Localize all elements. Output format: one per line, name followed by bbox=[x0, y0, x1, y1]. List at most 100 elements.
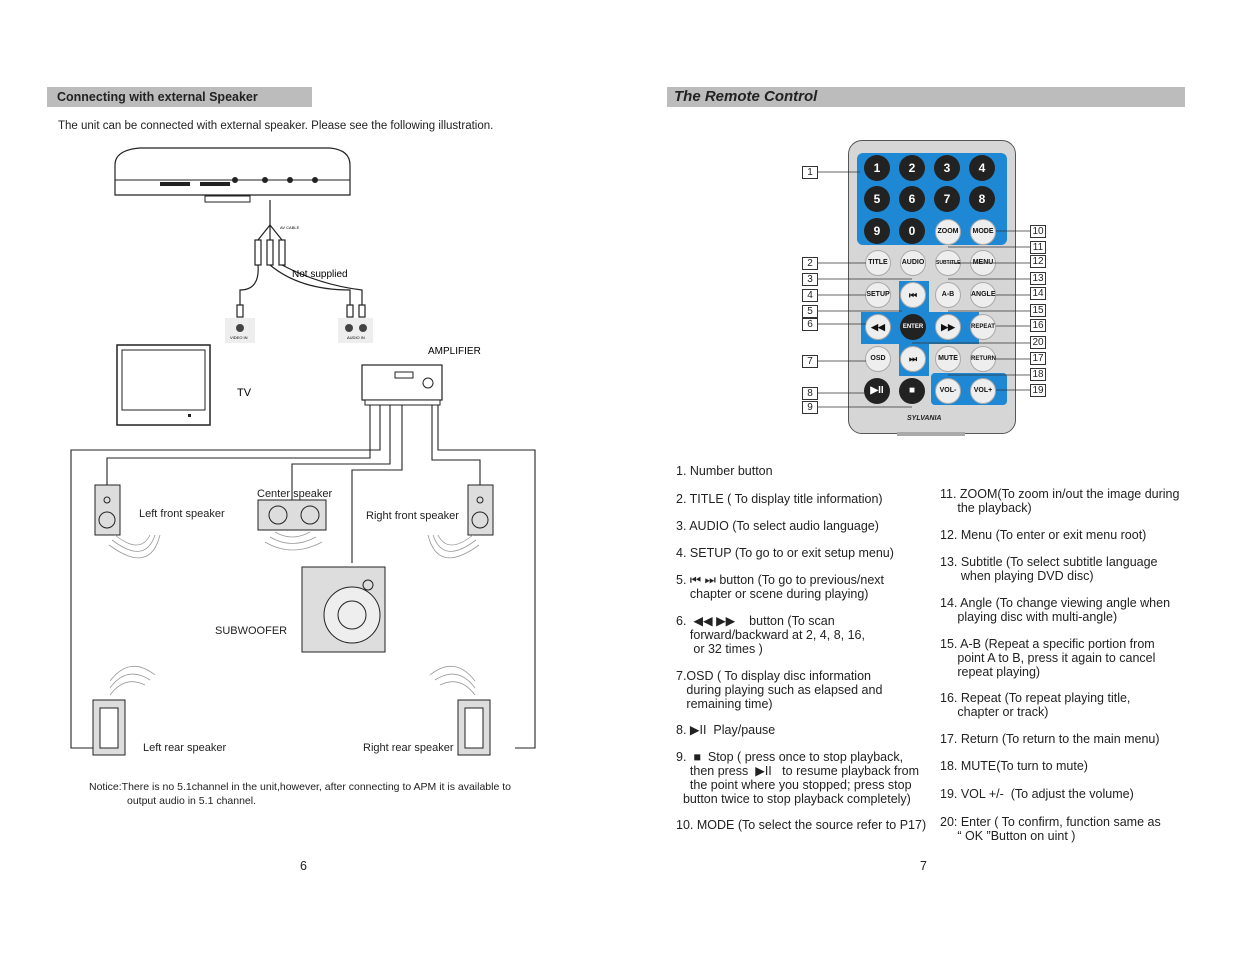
tv-label: TV bbox=[237, 387, 252, 399]
desc-item-20: 20: Enter ( To confirm, function same as… bbox=[940, 815, 1161, 843]
callout-11: 11 bbox=[1030, 241, 1046, 254]
notice-line-2: output audio in 5.1 channel. bbox=[127, 795, 257, 807]
callout-14: 14 bbox=[1030, 287, 1046, 300]
center-speaker-label: Center speaker bbox=[257, 488, 333, 500]
callout-4: 4 bbox=[802, 289, 818, 302]
callout-12: 12 bbox=[1030, 255, 1046, 268]
digit-8-button[interactable]: 8 bbox=[969, 186, 995, 212]
zoom-button[interactable]: ZOOM bbox=[935, 219, 961, 245]
desc-item-7: 7.OSD ( To display disc information duri… bbox=[676, 669, 883, 711]
fast-forward-icon: ▶▶ bbox=[941, 322, 955, 332]
callout-8: 8 bbox=[802, 387, 818, 400]
amplifier-label: AMPLIFIER bbox=[428, 346, 481, 357]
callout-13: 13 bbox=[1030, 272, 1046, 285]
left-section-header: Connecting with external Speaker bbox=[47, 87, 312, 107]
svg-text:VIDEO IN: VIDEO IN bbox=[230, 335, 248, 340]
callout-16: 16 bbox=[1030, 319, 1046, 332]
left-section-title: Connecting with external Speaker bbox=[57, 90, 258, 104]
sound-wave-arcs bbox=[108, 531, 480, 696]
svg-text:AUDIO IN: AUDIO IN bbox=[347, 335, 365, 340]
desc-item-4: 4. SETUP (To go to or exit setup menu) bbox=[676, 546, 894, 560]
digit-7-button[interactable]: 7 bbox=[934, 186, 960, 212]
fast-forward-button[interactable]: ▶▶ bbox=[935, 314, 961, 340]
callout-1: 1 bbox=[802, 166, 818, 179]
subwoofer-label: SUBWOOFER bbox=[215, 625, 288, 637]
play-pause-icon: ▶II bbox=[870, 385, 884, 396]
desc-item-13: 13. Subtitle (To select subtitle languag… bbox=[940, 555, 1158, 583]
audio-in-jacks: AUDIO IN bbox=[338, 318, 373, 343]
callout-3: 3 bbox=[802, 273, 818, 286]
setup-button[interactable]: SETUP bbox=[865, 282, 891, 308]
callout-6: 6 bbox=[802, 318, 818, 331]
digit-4-button[interactable]: 4 bbox=[969, 155, 995, 181]
left-rear-speaker-illustration bbox=[92, 699, 126, 756]
audio-button[interactable]: AUDIO bbox=[900, 250, 926, 276]
desc-item-16: 16. Repeat (To repeat playing title, cha… bbox=[940, 691, 1131, 719]
speaker-wires bbox=[70, 405, 536, 749]
callout-18: 18 bbox=[1030, 368, 1046, 381]
not-supplied-label: Not supplied bbox=[292, 269, 348, 280]
vol-minus-button[interactable]: VOL- bbox=[935, 378, 961, 404]
skip-back-icon: ⏮ bbox=[908, 290, 918, 300]
callout-17: 17 bbox=[1030, 352, 1046, 365]
desc-item-15: 15. A-B (Repeat a specific portion from … bbox=[940, 637, 1156, 679]
desc-item-19: 19. VOL +/- (To adjust the volume) bbox=[940, 787, 1134, 801]
digit-1-button[interactable]: 1 bbox=[864, 155, 890, 181]
right-section-header: The Remote Control bbox=[667, 87, 1185, 107]
return-button[interactable]: RETURN bbox=[970, 346, 996, 372]
next-chapter-button[interactable]: ⏭ bbox=[900, 346, 926, 372]
left-front-speaker-label: Left front speaker bbox=[139, 508, 225, 520]
left-intro-text: The unit can be connected with external … bbox=[58, 120, 494, 132]
stop-icon: ■ bbox=[908, 385, 916, 396]
desc-item-5: 5. ⏮ ⏭ button (To go to previous/next ch… bbox=[676, 573, 885, 601]
av-cable-label: AV CABLE bbox=[280, 225, 300, 230]
digit-0-button[interactable]: 0 bbox=[899, 218, 925, 244]
desc-item-8: 8. ▶II Play/pause bbox=[676, 723, 776, 737]
subwoofer-illustration bbox=[301, 566, 386, 653]
prev-chapter-button[interactable]: ⏮ bbox=[900, 282, 926, 308]
callout-19: 19 bbox=[1030, 384, 1046, 397]
digit-2-button[interactable]: 2 bbox=[899, 155, 925, 181]
video-in-jack: VIDEO IN bbox=[225, 318, 255, 343]
play-pause-button[interactable]: ▶II bbox=[864, 378, 890, 404]
desc-item-1: 1. Number button bbox=[676, 464, 773, 478]
desc-item-6: 6. ◀◀ ▶▶ button (To scan forward/backwar… bbox=[676, 614, 865, 656]
enter-button[interactable]: ENTER bbox=[900, 314, 926, 340]
stop-button[interactable]: ■ bbox=[899, 378, 925, 404]
notice-line-1: Notice:There is no 5.1channel in the uni… bbox=[89, 781, 511, 793]
rewind-button[interactable]: ◀◀ bbox=[865, 314, 891, 340]
speaker-connection-diagram: AV CABLE Not supplied VIDEO IN AUDIO IN … bbox=[70, 147, 536, 756]
digit-6-button[interactable]: 6 bbox=[899, 186, 925, 212]
left-page-number: 6 bbox=[300, 859, 307, 873]
callout-10: 10 bbox=[1030, 225, 1046, 238]
desc-item-17: 17. Return (To return to the main menu) bbox=[940, 732, 1160, 746]
right-page-number: 7 bbox=[920, 859, 927, 873]
title-button[interactable]: TITLE bbox=[865, 250, 891, 276]
ab-button[interactable]: A-B bbox=[935, 282, 961, 308]
desc-item-14: 14. Angle (To change viewing angle when … bbox=[940, 596, 1171, 624]
desc-item-12: 12. Menu (To enter or exit menu root) bbox=[940, 528, 1147, 542]
rewind-icon: ◀◀ bbox=[871, 322, 885, 332]
repeat-button[interactable]: REPEAT bbox=[970, 314, 996, 340]
av-cable-illustration bbox=[236, 200, 366, 318]
digit-3-button[interactable]: 3 bbox=[934, 155, 960, 181]
callout-7: 7 bbox=[802, 355, 818, 368]
remote-bottom-edge bbox=[897, 432, 965, 436]
left-rear-speaker-label: Left rear speaker bbox=[143, 742, 227, 754]
mode-button[interactable]: MODE bbox=[970, 219, 996, 245]
vol-plus-button[interactable]: VOL+ bbox=[970, 378, 996, 404]
desc-item-10: 10. MODE (To select the source refer to … bbox=[676, 818, 927, 832]
right-front-speaker-illustration bbox=[467, 484, 494, 536]
center-speaker-illustration bbox=[257, 499, 327, 531]
angle-button[interactable]: ANGLE bbox=[970, 282, 996, 308]
callout-20: 20 bbox=[1030, 336, 1046, 349]
osd-button[interactable]: OSD bbox=[865, 346, 891, 372]
digit-5-button[interactable]: 5 bbox=[864, 186, 890, 212]
callout-2: 2 bbox=[802, 257, 818, 270]
callout-5: 5 bbox=[802, 305, 818, 318]
callout-15: 15 bbox=[1030, 304, 1046, 317]
right-section-title: The Remote Control bbox=[674, 88, 818, 105]
digit-9-button[interactable]: 9 bbox=[864, 218, 890, 244]
mute-button[interactable]: MUTE bbox=[935, 346, 961, 372]
desc-item-3: 3. AUDIO (To select audio language) bbox=[676, 519, 879, 533]
